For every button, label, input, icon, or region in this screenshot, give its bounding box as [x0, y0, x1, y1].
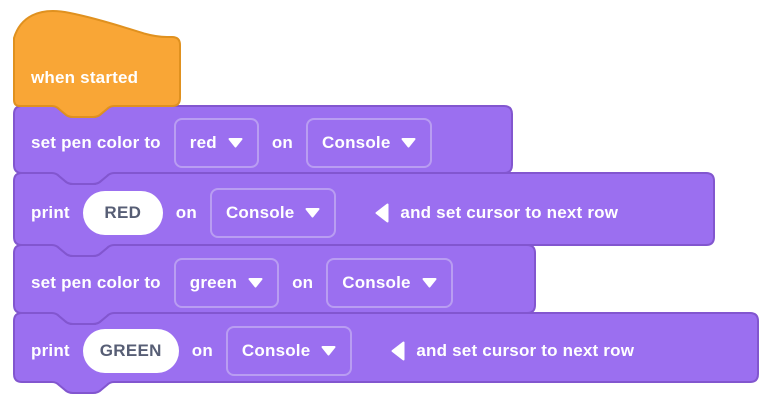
block-set-pen-color-green[interactable]: set pen color to green on Console — [13, 244, 536, 325]
block-label-on: on — [292, 272, 314, 292]
dropdown-arrow-icon — [401, 138, 416, 148]
pen-color-value: red — [189, 133, 217, 152]
hat-block-label: when started — [31, 68, 139, 87]
dropdown-arrow-icon — [422, 277, 437, 288]
pen-color-value: green — [189, 272, 238, 292]
dropdown-arrow-icon — [248, 277, 263, 288]
block-label-prefix: set pen color to — [31, 272, 161, 292]
print-text-input[interactable]: GREEN — [82, 329, 179, 373]
device-value: Console — [225, 202, 295, 222]
block-print-green[interactable]: print GREEN on Console and set cursor to… — [13, 312, 759, 394]
dropdown-arrow-icon — [228, 138, 243, 148]
block-print-red[interactable]: print RED on Console and set cursor to n… — [13, 172, 715, 257]
dropdown-arrow-icon — [321, 346, 336, 356]
block-set-pen-color-red[interactable]: set pen color to red on Console — [13, 105, 513, 185]
dropdown-arrow-icon — [305, 207, 320, 218]
device-value: Console — [241, 341, 311, 360]
hat-block-when-started[interactable]: when started — [13, 10, 181, 118]
pen-color-dropdown[interactable]: green — [173, 257, 280, 308]
block-label-suffix: and set cursor to next row — [416, 341, 635, 360]
block-label-on: on — [191, 341, 213, 360]
device-dropdown[interactable]: Console — [306, 118, 433, 168]
device-value: Console — [322, 133, 391, 152]
device-dropdown[interactable]: Console — [326, 257, 453, 308]
block-label-on: on — [271, 133, 294, 152]
pen-color-dropdown[interactable]: red — [173, 118, 259, 168]
block-label-on: on — [175, 202, 197, 222]
collapse-arrow-icon[interactable] — [390, 340, 406, 362]
device-dropdown[interactable]: Console — [209, 187, 337, 238]
device-dropdown[interactable]: Console — [225, 326, 353, 376]
block-label-prefix: print — [31, 202, 70, 222]
print-text-input[interactable]: RED — [82, 190, 163, 235]
block-label-prefix: set pen color to — [31, 133, 161, 152]
collapse-arrow-icon[interactable] — [374, 202, 390, 224]
device-value: Console — [342, 272, 411, 292]
block-label-suffix: and set cursor to next row — [400, 202, 619, 222]
block-label-prefix: print — [31, 341, 70, 360]
